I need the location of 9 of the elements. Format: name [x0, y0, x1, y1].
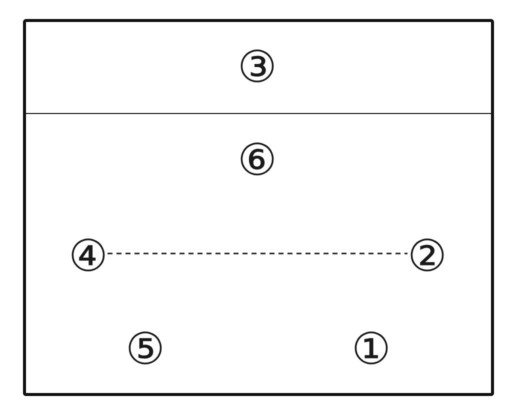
lower-region: [23, 112, 494, 396]
position-number: ⑥: [238, 139, 276, 183]
position-number: ③: [238, 46, 276, 90]
upper-region: [23, 19, 494, 114]
position-number: ④: [68, 234, 108, 278]
position-number: ⑤: [126, 328, 164, 372]
position-number: ①: [352, 328, 390, 372]
dashed-line: [108, 252, 408, 254]
position-number: ②: [408, 234, 446, 278]
